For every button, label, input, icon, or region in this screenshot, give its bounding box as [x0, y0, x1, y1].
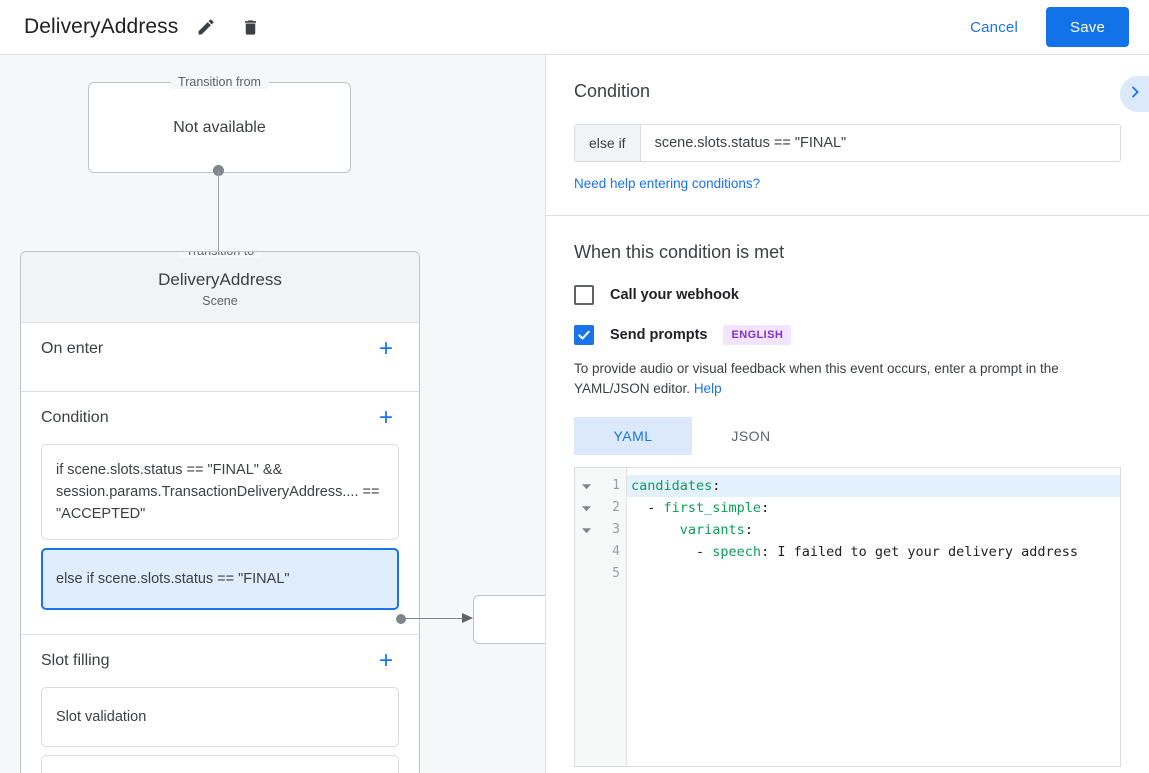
panel-when-met-section: When this condition is met Call your web… — [546, 216, 1149, 767]
tab-json[interactable]: JSON — [731, 428, 771, 444]
slot-item[interactable]: TransactionDeliveryAddress — [41, 755, 399, 773]
section-slot-filling: Slot filling + Slot validation Transacti… — [21, 635, 419, 773]
arrow-line — [218, 170, 220, 254]
editor-fold-gutter — [575, 468, 597, 766]
call-webhook-label: Call your webhook — [610, 287, 739, 303]
line-number: 1 — [612, 478, 620, 493]
editor-code-area[interactable]: candidates: - first_simple: variants: - … — [627, 468, 1120, 766]
code-editor[interactable]: 1 2 3 4 5 candidates: - first_simple: varian… — [574, 467, 1121, 767]
slot-item[interactable]: Slot validation — [41, 687, 399, 747]
prompt-description: To provide audio or visual feedback when… — [574, 359, 1121, 399]
scene-card-header: DeliveryAddress Scene — [21, 252, 419, 323]
code-line[interactable]: - speech: I failed to get your delivery … — [631, 544, 1079, 560]
delete-button[interactable] — [234, 11, 266, 43]
transition-to-node: Transition to DeliveryAddress Scene On e… — [20, 251, 420, 773]
send-prompts-row[interactable]: Send prompts ENGLISH — [574, 325, 1121, 345]
save-button[interactable]: Save — [1046, 7, 1129, 47]
section-header-on-enter: On enter + — [41, 323, 399, 375]
details-panel: Condition else if Need help entering con… — [545, 55, 1149, 773]
call-webhook-checkbox[interactable] — [574, 285, 594, 305]
trash-icon — [241, 18, 260, 37]
line-number: 3 — [612, 522, 620, 537]
expand-panel-button[interactable] — [1120, 76, 1149, 112]
code-line[interactable]: variants: — [679, 522, 753, 538]
panel-condition-heading: Condition — [574, 81, 651, 101]
condition-connector-line — [404, 618, 464, 620]
condition-help-link[interactable]: Need help entering conditions? — [574, 176, 761, 191]
header-actions: Cancel Save — [956, 7, 1149, 47]
app-header: DeliveryAddress Cancel Save — [0, 0, 1149, 55]
target-node[interactable] — [473, 595, 545, 644]
transition-to-legend: Transition to — [177, 252, 263, 258]
condition-item-selected[interactable]: else if scene.slots.status == "FINAL" — [41, 548, 399, 610]
send-prompts-label: Send prompts — [610, 327, 708, 343]
add-condition-button[interactable]: + — [378, 404, 393, 431]
add-slot-button[interactable]: + — [378, 647, 393, 674]
line-number: 4 — [612, 544, 620, 559]
help-link[interactable]: Help — [693, 381, 722, 396]
condition-connector-arrow-icon — [462, 613, 473, 623]
section-header-slot-filling: Slot filling + — [41, 635, 399, 687]
page-title: DeliveryAddress — [24, 15, 179, 38]
pencil-icon — [196, 17, 216, 37]
add-on-enter-button[interactable]: + — [378, 335, 393, 362]
panel-condition-section: Condition else if Need help entering con… — [546, 55, 1149, 216]
send-prompts-checkbox[interactable] — [574, 325, 594, 345]
fold-toggle-icon[interactable] — [575, 519, 597, 541]
condition-expression-input[interactable] — [640, 125, 1120, 161]
when-met-heading: When this condition is met — [574, 242, 785, 262]
tab-yaml[interactable]: YAML — [574, 417, 692, 455]
scene-graph-canvas: Transition from Not available Transition… — [0, 55, 545, 773]
prompt-description-text: To provide audio or visual feedback when… — [574, 361, 1059, 396]
line-number: 2 — [612, 500, 620, 515]
section-title-on-enter: On enter — [41, 340, 104, 357]
transition-from-legend: Transition from — [170, 75, 269, 89]
code-line[interactable]: - first_simple: — [631, 500, 770, 516]
line-number: 5 — [612, 566, 620, 581]
condition-expression-row: else if — [574, 124, 1121, 162]
code-line[interactable]: candidates: — [627, 475, 1120, 497]
fold-toggle-icon[interactable] — [575, 475, 597, 497]
transition-from-value: Not available — [173, 118, 266, 136]
webhook-row[interactable]: Call your webhook — [574, 285, 1121, 305]
section-header-condition: Condition + — [41, 392, 399, 444]
scene-type-label: Scene — [202, 294, 238, 308]
section-title-condition: Condition — [41, 409, 109, 426]
condition-item[interactable]: if scene.slots.status == "FINAL" && sess… — [41, 444, 399, 540]
chevron-right-icon — [1127, 84, 1143, 105]
section-title-slot-filling: Slot filling — [41, 652, 110, 669]
language-badge: ENGLISH — [723, 325, 792, 345]
condition-output-dot[interactable] — [396, 614, 406, 624]
editor-format-tabs: YAML JSON — [574, 417, 1121, 455]
edit-button[interactable] — [190, 11, 222, 43]
scene-name: DeliveryAddress — [158, 270, 282, 289]
section-condition: Condition + if scene.slots.status == "FI… — [21, 392, 419, 635]
transition-from-node[interactable]: Transition from Not available — [88, 75, 351, 173]
condition-prefix-label: else if — [575, 125, 641, 161]
fold-spacer — [575, 541, 597, 563]
cancel-button[interactable]: Cancel — [956, 11, 1032, 44]
editor-line-numbers: 1 2 3 4 5 — [597, 468, 627, 766]
fold-spacer — [575, 563, 597, 585]
code-line[interactable] — [627, 563, 1120, 585]
fold-toggle-icon[interactable] — [575, 497, 597, 519]
section-on-enter: On enter + — [21, 323, 419, 392]
